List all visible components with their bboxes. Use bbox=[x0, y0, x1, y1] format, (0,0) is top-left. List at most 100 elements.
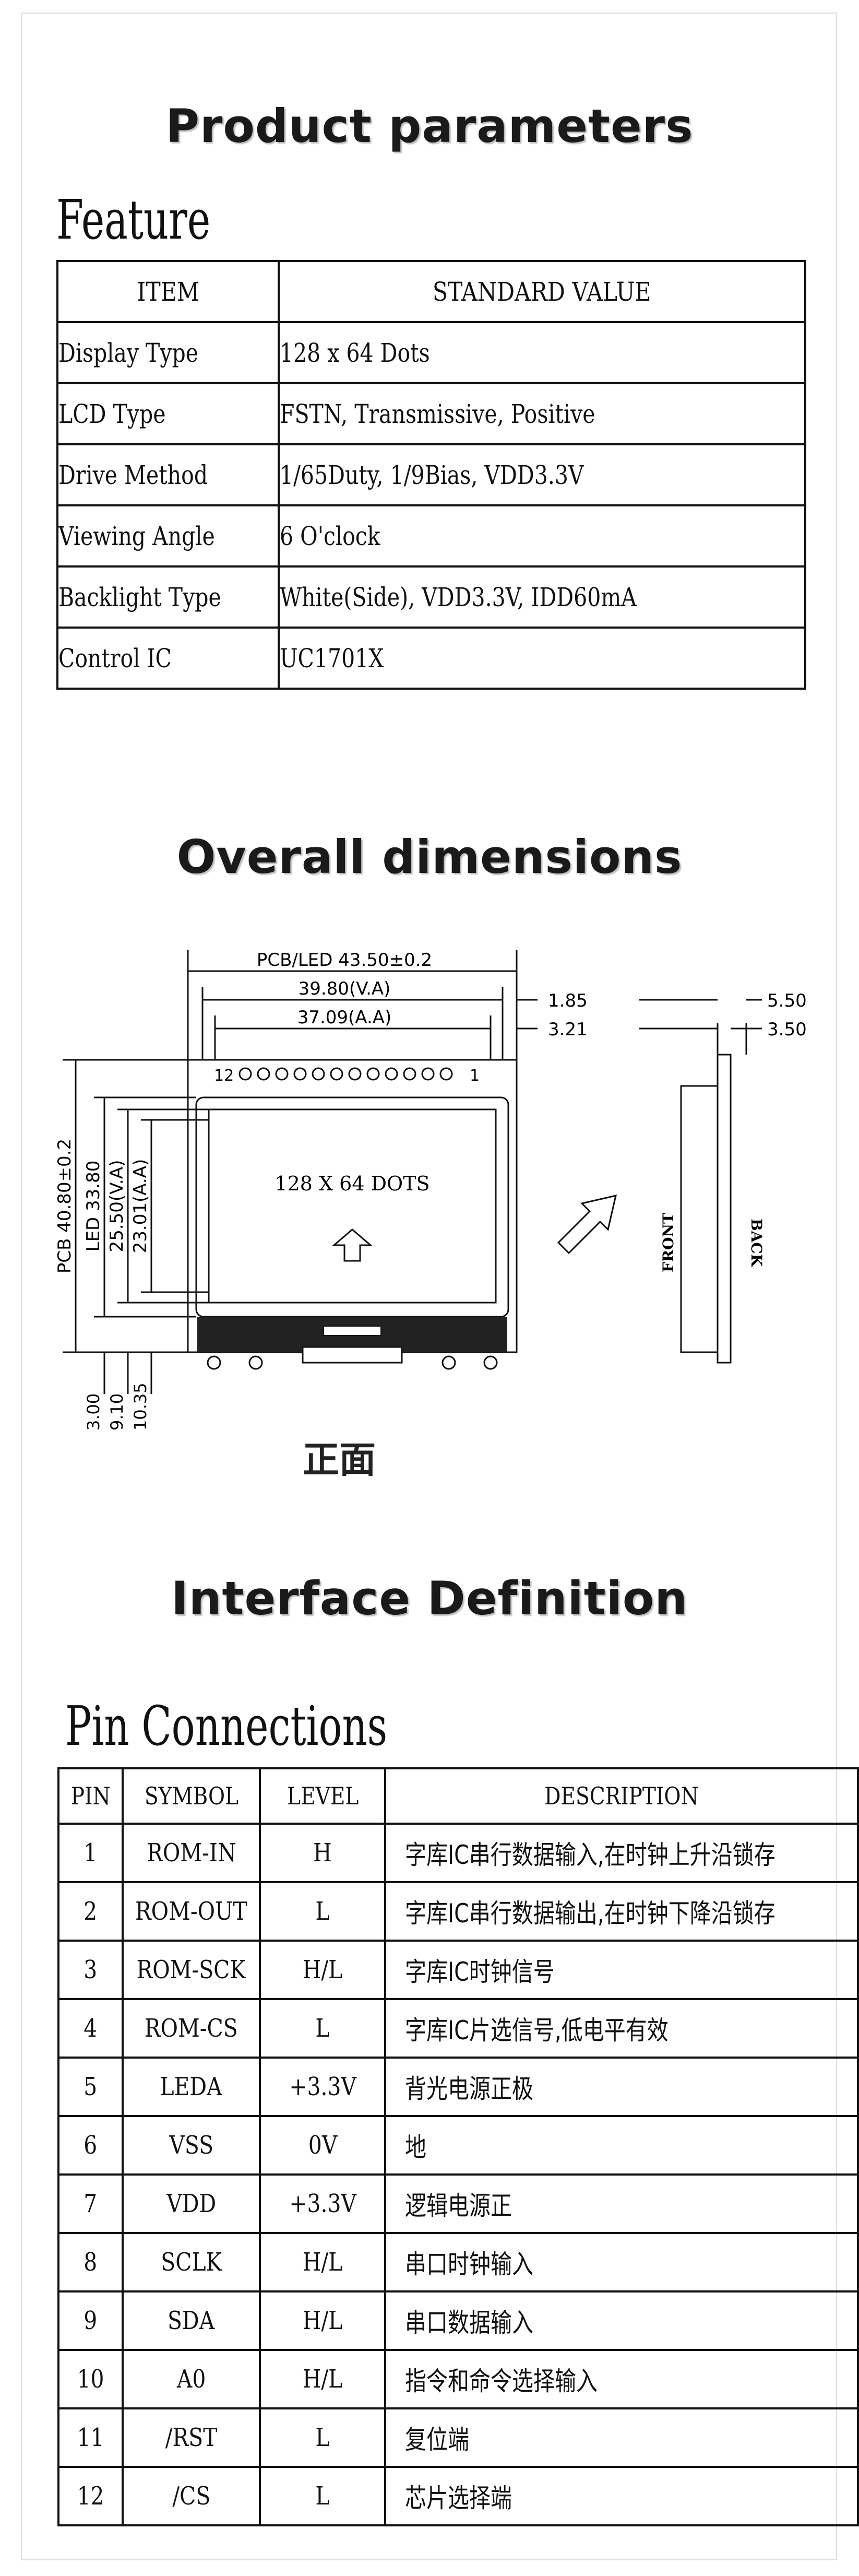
pin-number: 5 bbox=[57, 2057, 124, 2117]
pin-number: 6 bbox=[57, 2115, 124, 2176]
table-row: Display Type 128 x 64 Dots bbox=[56, 321, 806, 384]
pin-label-left: 12 bbox=[214, 1067, 234, 1085]
pin-header-row: PIN SYMBOL LEVEL DESCRIPTION bbox=[57, 1767, 859, 1825]
table-row: Drive Method 1/65Duty, 1/9Bias, VDD3.3V bbox=[56, 443, 806, 506]
pin-level: 0V bbox=[259, 2115, 387, 2176]
pin-number: 2 bbox=[57, 1881, 124, 1942]
pin-number: 9 bbox=[57, 2290, 124, 2351]
pin-description: 字库IC串行数据输出,在时钟下降沿锁存 bbox=[384, 1881, 859, 1942]
pin-symbol: /RST bbox=[121, 2407, 261, 2468]
rotate-arrow-icon bbox=[557, 1194, 617, 1255]
pin-description: 背光电源正极 bbox=[384, 2057, 859, 2117]
feature-header-row: ITEM STANDARD VALUE bbox=[56, 260, 806, 323]
pin-number: 4 bbox=[57, 1998, 124, 2059]
feature-header-item: ITEM bbox=[56, 260, 280, 323]
table-row: 8 SCLK H/L 串口时钟输入 bbox=[57, 2232, 859, 2293]
dim-right-offset-2: 3.21 bbox=[548, 1019, 588, 1040]
pin-description: 串口数据输入 bbox=[384, 2290, 859, 2351]
pin-symbol: LEDA bbox=[121, 2057, 261, 2117]
pin-level: L bbox=[259, 1881, 387, 1942]
table-row: 9 SDA H/L 串口数据输入 bbox=[57, 2290, 859, 2351]
pin-description: 字库IC串行数据输入,在时钟上升沿锁存 bbox=[384, 1823, 859, 1883]
feature-title: Feature bbox=[56, 188, 211, 252]
dim-bottom-1: 3.00 bbox=[83, 1393, 103, 1431]
table-row: Backlight Type White(Side), VDD3.3V, IDD… bbox=[56, 565, 806, 629]
pin-symbol: ROM-SCK bbox=[121, 1940, 261, 2000]
table-row: 6 VSS 0V 地 bbox=[57, 2115, 859, 2176]
front-label: FRONT bbox=[660, 1213, 677, 1272]
dim-right-offset-1: 1.85 bbox=[548, 990, 588, 1011]
pin-level: H/L bbox=[259, 2232, 387, 2293]
dim-pcb-height: PCB 40.80±0.2 bbox=[54, 1139, 75, 1273]
feature-value: White(Side), VDD3.3V, IDD60mA bbox=[278, 565, 806, 629]
feature-item: Display Type bbox=[56, 321, 280, 384]
table-row: 7 VDD +3.3V 逻辑电源正 bbox=[57, 2173, 859, 2234]
feature-value: 128 x 64 Dots bbox=[278, 321, 806, 384]
feature-item: Viewing Angle bbox=[56, 504, 280, 568]
dim-aa-width: 37.09(A.A) bbox=[297, 1007, 392, 1028]
table-row: 12 /CS L 芯片选择端 bbox=[57, 2466, 859, 2526]
page-frame bbox=[21, 13, 837, 2560]
up-arrow-icon bbox=[331, 1228, 373, 1262]
pin-description: 串口时钟输入 bbox=[384, 2232, 859, 2293]
display-text: 128 X 64 DOTS bbox=[275, 1172, 430, 1195]
pin-symbol: VDD bbox=[121, 2173, 261, 2234]
table-row: Control IC UC1701X bbox=[56, 627, 806, 690]
front-view-caption: 正面 bbox=[303, 1438, 376, 1481]
dim-va-height: 25.50(V.A) bbox=[106, 1160, 127, 1252]
feature-header-value: STANDARD VALUE bbox=[278, 260, 806, 323]
feature-value: UC1701X bbox=[278, 627, 806, 690]
pin-level: L bbox=[259, 2407, 387, 2468]
pin-number: 10 bbox=[57, 2349, 124, 2409]
pin-number: 1 bbox=[57, 1823, 124, 1883]
dim-led-height: LED 33.80 bbox=[83, 1161, 104, 1252]
pin-level: H bbox=[259, 1823, 387, 1883]
table-row: 2 ROM-OUT L 字库IC串行数据输出,在时钟下降沿锁存 bbox=[57, 1881, 859, 1942]
table-row: LCD Type FSTN, Transmissive, Positive bbox=[56, 382, 806, 445]
pin-symbol: SCLK bbox=[121, 2232, 261, 2293]
feature-value: 1/65Duty, 1/9Bias, VDD3.3V bbox=[278, 443, 806, 506]
back-label: BACK bbox=[748, 1219, 765, 1268]
feature-item: Control IC bbox=[56, 627, 280, 690]
feature-value: 6 O'clock bbox=[278, 504, 806, 568]
pin-level: H/L bbox=[259, 2349, 387, 2409]
pin-number: 12 bbox=[57, 2466, 124, 2526]
pin-number: 7 bbox=[57, 2173, 124, 2234]
dim-aa-height: 23.01(A.A) bbox=[130, 1159, 151, 1254]
feature-item: Backlight Type bbox=[56, 565, 280, 629]
pin-symbol: ROM-CS bbox=[121, 1998, 261, 2059]
feature-item: Drive Method bbox=[56, 443, 280, 506]
pin-symbol: ROM-OUT bbox=[121, 1881, 261, 1942]
pin-number: 8 bbox=[57, 2232, 124, 2293]
pin-description: 字库IC片选信号,低电平有效 bbox=[384, 1998, 859, 2059]
pin-symbol: A0 bbox=[121, 2349, 261, 2409]
feature-item: LCD Type bbox=[56, 382, 280, 445]
pin-description: 指令和命令选择输入 bbox=[384, 2349, 859, 2409]
table-row: 4 ROM-CS L 字库IC片选信号,低电平有效 bbox=[57, 1998, 859, 2059]
pin-header-level: LEVEL bbox=[259, 1767, 387, 1825]
pin-table: PIN SYMBOL LEVEL DESCRIPTION 1 ROM-IN H … bbox=[57, 1767, 859, 2526]
pin-description: 复位端 bbox=[384, 2407, 859, 2468]
table-row: 10 A0 H/L 指令和命令选择输入 bbox=[57, 2349, 859, 2409]
table-row: 5 LEDA +3.3V 背光电源正极 bbox=[57, 2057, 859, 2117]
pin-symbol: SDA bbox=[121, 2290, 261, 2351]
pin-level: H/L bbox=[259, 1940, 387, 2000]
table-row: 3 ROM-SCK H/L 字库IC时钟信号 bbox=[57, 1940, 859, 2000]
pin-header-pin: PIN bbox=[57, 1767, 124, 1825]
dim-side-2: 3.50 bbox=[767, 1019, 807, 1040]
pin-description: 芯片选择端 bbox=[384, 2466, 859, 2526]
section-heading-interface-definition: Interface Definition bbox=[171, 1571, 688, 1625]
feature-value: FSTN, Transmissive, Positive bbox=[278, 382, 806, 445]
dim-bottom-2: 9.10 bbox=[107, 1393, 127, 1431]
pin-symbol: VSS bbox=[121, 2115, 261, 2176]
pin-number: 3 bbox=[57, 1940, 124, 2000]
pin-level: L bbox=[259, 2466, 387, 2526]
pin-description: 字库IC时钟信号 bbox=[384, 1940, 859, 2000]
dimension-drawing: PCB/LED 43.50±0.2 39.80(V.A) 37.09(A.A) … bbox=[54, 950, 807, 1431]
pin-header-description: DESCRIPTION bbox=[384, 1767, 859, 1825]
pin-level: +3.3V bbox=[259, 2173, 387, 2234]
pin-header-symbol: SYMBOL bbox=[121, 1767, 261, 1825]
section-heading-overall-dimensions: Overall dimensions bbox=[176, 830, 683, 884]
feature-table: ITEM STANDARD VALUE Display Type 128 x 6… bbox=[56, 260, 806, 690]
pin-number: 11 bbox=[57, 2407, 124, 2468]
